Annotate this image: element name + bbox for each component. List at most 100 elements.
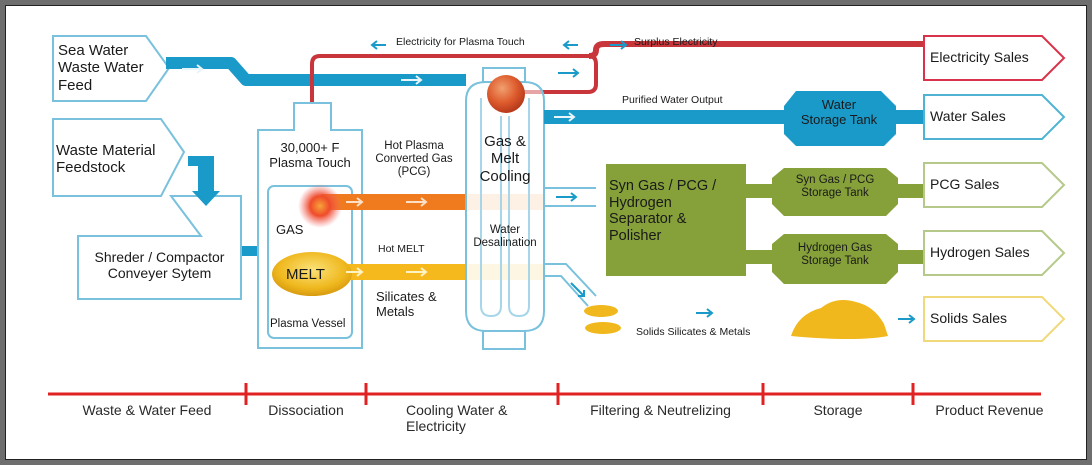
shredder-label: Shreder / Compactor Conveyer Sytem (82, 249, 237, 281)
shredder-box (77, 195, 242, 300)
output-label: Electricity Sales (930, 49, 1029, 65)
hot-melt-label: Hot MELT (378, 243, 425, 255)
output-box-0 (923, 35, 1066, 81)
cooling-heat-ball (487, 75, 525, 113)
output-boxes (923, 35, 1066, 342)
syngas-tank-label: Syn Gas / PCG Storage Tank (774, 174, 896, 200)
output-box-4 (923, 296, 1066, 342)
arrow-icon (556, 192, 578, 202)
label-line: Desalination (473, 237, 537, 250)
syngas-storage-tank (772, 168, 898, 216)
cooling-tower (465, 81, 545, 332)
separator-to-hydrogen (744, 250, 774, 264)
label-line: Waste Material (56, 142, 156, 159)
label-line: Silicates & (376, 289, 437, 304)
label-line: Cooling Water & (406, 402, 508, 418)
label-line: Converted Gas (375, 153, 453, 166)
arrow-icon (406, 197, 428, 207)
label-line: Melt (490, 150, 520, 168)
label-line: Conveyer Sytem (107, 265, 212, 282)
output-label: Solids Sales (930, 310, 1008, 326)
label-line: 30,000+ F (280, 140, 340, 155)
melt-label: MELT (286, 266, 325, 283)
label-line: Waste & Water Feed (82, 402, 212, 418)
label-line: Feedstock (56, 159, 126, 177)
label-line: Syn Gas / PCG (795, 174, 875, 186)
label-line: Hot Plasma (384, 140, 444, 152)
label-line: Storage (813, 402, 863, 418)
diagram-graphics (48, 35, 1066, 405)
cooling-coil-2 (508, 98, 530, 318)
label-line: Hydrogen (609, 194, 672, 211)
solids-chunk-1 (584, 305, 618, 317)
label-line: Electricity (406, 418, 466, 435)
stage-label: Cooling Water &Electricity (406, 402, 507, 434)
hydrogen-tank-label: Hydrogen Gas Storage Tank (774, 242, 896, 268)
water-tank-label: Water Storage Tank (784, 97, 894, 128)
label-line: Product Revenue (935, 402, 1044, 418)
plasma-torch-label: 30,000+ F Plasma Touch (258, 140, 362, 171)
diagram-frame: Sea Water Waste Water Feed Waste Materia… (5, 5, 1087, 460)
purified-water-label: Purified Water Output (622, 94, 723, 106)
label-line: (PCG) (397, 166, 431, 179)
syngas-to-sales (896, 184, 926, 198)
stage-label: Waste & Water Feed (48, 402, 246, 418)
output-box-3 (923, 230, 1066, 276)
label-line: Filtering & Neutrelizing (590, 402, 731, 418)
label-line: Plasma Touch (269, 154, 351, 170)
solids-label: Solids Silicates & Metals (636, 326, 751, 338)
purified-water-line (544, 110, 784, 124)
label-line: Storage Tank (800, 111, 878, 127)
water-tank-to-sales (894, 110, 926, 124)
label-line: Water (489, 224, 521, 236)
hydrogen-to-sales (896, 250, 926, 264)
separator-to-syngas (744, 184, 774, 198)
label-line: Cooling (479, 167, 531, 185)
sea-water-feed-label: Sea Water Waste Water Feed (58, 42, 144, 94)
label-line: Sea Water (58, 42, 129, 59)
arrow-icon (346, 267, 364, 277)
hot-gas-flow (321, 194, 466, 210)
plasma-vessel-inner (267, 185, 353, 339)
sea-water-feed-box (52, 35, 171, 102)
solids-pile (791, 300, 888, 339)
melt-outlet-chute (544, 263, 597, 307)
output-label: Water Sales (930, 108, 1006, 124)
label-line: Hydrogen Gas (797, 242, 873, 254)
label-line: Syn Gas / PCG / (609, 178, 717, 194)
arrow-icon (570, 282, 585, 297)
label-line: Storage Tank (801, 255, 869, 268)
plasma-vessel-label: Plasma Vessel (270, 318, 346, 330)
surplus-electricity-line (588, 41, 926, 59)
output-label: PCG Sales (930, 176, 1000, 192)
arrow-icon (346, 197, 364, 207)
label-line: Feed (58, 76, 93, 94)
separator-label: Syn Gas / PCG / Hydrogen Separator & Pol… (609, 178, 716, 245)
arrow-icon (370, 40, 386, 50)
stage-ticks (244, 383, 915, 405)
cooling-tower-base (482, 330, 526, 350)
hot-plasma-gas-label: Hot Plasma Converted Gas (PCG) (368, 140, 460, 180)
label-line: Storage Tank (801, 187, 869, 200)
silicates-metals-label: Silicates & Metals (376, 289, 437, 320)
water-storage-tank (784, 91, 896, 146)
label-line: Gas & (484, 133, 526, 150)
separator-box (606, 164, 746, 276)
label-line: Polisher (609, 228, 662, 245)
water-feed-line (166, 57, 466, 86)
arrow-icon (406, 267, 428, 277)
stage-label: Storage (763, 402, 913, 418)
label-line: Metals (376, 303, 415, 319)
label-line: Separator & (609, 211, 687, 228)
output-label: Hydrogen Sales (930, 244, 1030, 260)
arrow-icon (401, 75, 423, 85)
electricity-for-torch-label: Electricity for Plasma Touch (396, 36, 525, 48)
waste-feedstock-box (52, 118, 186, 197)
arrow-icon (182, 64, 204, 74)
cooling-coil-1 (480, 98, 502, 318)
label-line: Water (821, 97, 857, 112)
feedstock-down-arrow (188, 156, 220, 206)
flow-arrows (182, 40, 916, 324)
gas-label: GAS (276, 222, 304, 237)
stage-label: Filtering & Neutrelizing (558, 402, 763, 418)
